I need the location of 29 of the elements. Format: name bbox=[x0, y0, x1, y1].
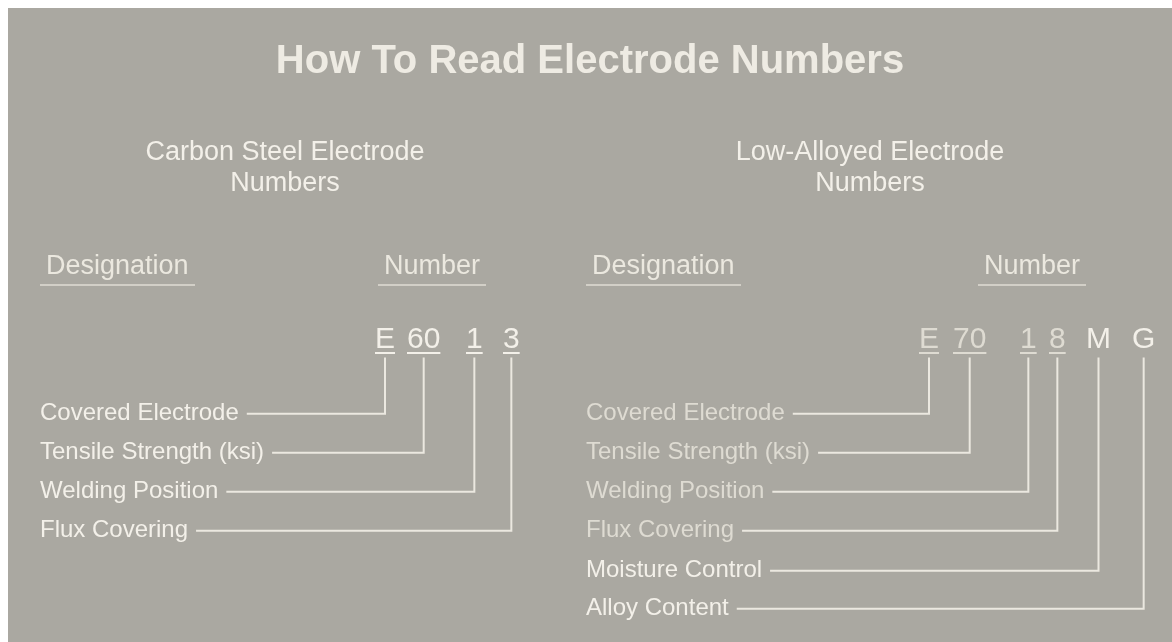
leader-line bbox=[791, 356, 930, 415]
column-heading: Designation bbox=[586, 250, 741, 287]
leader-line bbox=[271, 356, 425, 454]
code-character: 3 bbox=[503, 321, 520, 356]
section-heading: Carbon Steel Electrode Numbers bbox=[144, 136, 426, 199]
part-label: Covered Electrode bbox=[40, 398, 239, 426]
leader-line bbox=[225, 356, 476, 493]
column-heading: Number bbox=[378, 250, 487, 287]
code-character: M bbox=[1086, 321, 1111, 356]
column-heading: Number bbox=[978, 250, 1087, 287]
leader-line bbox=[741, 356, 1059, 532]
leader-line bbox=[817, 356, 971, 454]
column-heading: Designation bbox=[40, 250, 195, 287]
leader-line bbox=[769, 356, 1100, 572]
code-character: 1 bbox=[466, 321, 483, 356]
part-label: Alloy Content bbox=[586, 593, 729, 621]
leader-line bbox=[771, 356, 1030, 493]
code-character: 60 bbox=[407, 321, 441, 356]
code-character: G bbox=[1132, 321, 1156, 356]
title: How To Read Electrode Numbers bbox=[274, 36, 906, 82]
leader-line bbox=[245, 356, 386, 415]
leader-line bbox=[735, 356, 1145, 610]
section-heading: Low-Alloyed Electrode Numbers bbox=[734, 136, 1006, 199]
part-label: Welding Position bbox=[40, 476, 219, 504]
leader-line bbox=[195, 356, 513, 532]
part-label: Tensile Strength (ksi) bbox=[40, 437, 265, 465]
code-character: E bbox=[375, 321, 395, 356]
part-label: Moisture Control bbox=[586, 555, 763, 583]
part-label: Flux Covering bbox=[40, 515, 189, 543]
